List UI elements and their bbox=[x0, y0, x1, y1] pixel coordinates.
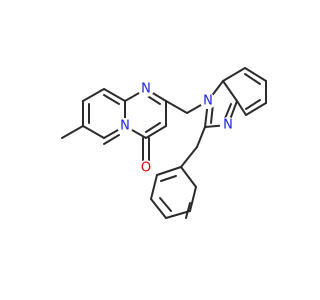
bond bbox=[150, 198, 167, 219]
bond bbox=[189, 186, 197, 212]
bond bbox=[245, 99, 261, 110]
bond bbox=[185, 202, 191, 219]
bond bbox=[159, 197, 172, 212]
bond bbox=[103, 88, 126, 102]
molecule-structure: N N O N N bbox=[61, 67, 267, 219]
bond bbox=[82, 88, 105, 102]
bond bbox=[150, 174, 158, 200]
bond bbox=[61, 125, 84, 139]
bond bbox=[165, 210, 191, 219]
bond bbox=[222, 80, 238, 102]
bond bbox=[145, 122, 161, 133]
atom-label: N bbox=[203, 94, 213, 109]
atom-labels: N N O N N bbox=[117, 81, 236, 176]
bond bbox=[160, 175, 177, 182]
atom-label: N bbox=[141, 82, 151, 97]
bond bbox=[244, 67, 267, 82]
atom-label: N bbox=[120, 119, 130, 134]
bond bbox=[245, 102, 267, 116]
bond bbox=[196, 126, 206, 148]
nitrogen-atom-benzimidazole-3: N bbox=[220, 117, 236, 133]
oxygen-atom-carbonyl: O bbox=[138, 160, 154, 176]
bond bbox=[222, 67, 246, 82]
bond bbox=[180, 146, 198, 168]
bond bbox=[103, 134, 120, 145]
bonds bbox=[61, 67, 267, 219]
bond bbox=[165, 100, 188, 114]
bond bbox=[244, 73, 261, 85]
bond bbox=[82, 125, 105, 139]
bond bbox=[236, 100, 247, 116]
nitrogen-atom-pyrimidine: N bbox=[138, 81, 154, 97]
bond bbox=[145, 125, 167, 139]
nitrogen-atom-bridgehead: N bbox=[117, 118, 133, 134]
atom-label: O bbox=[141, 161, 151, 176]
nitrogen-atom-benzimidazole-1: N bbox=[200, 93, 216, 109]
bond bbox=[180, 166, 197, 188]
bond bbox=[156, 166, 182, 176]
bond bbox=[103, 94, 120, 105]
atom-label: N bbox=[223, 118, 233, 133]
